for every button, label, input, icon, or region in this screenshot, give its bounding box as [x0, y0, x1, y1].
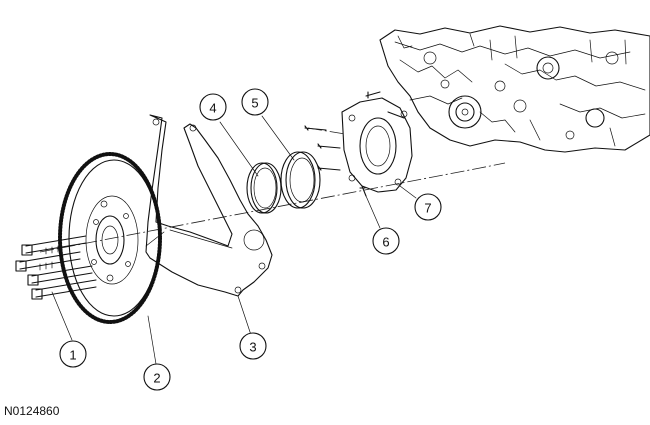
spacer-ring: [246, 162, 282, 214]
callout-7: 7: [414, 193, 442, 221]
callout-5-label: 5: [251, 96, 258, 111]
reference-code: N0124860: [4, 404, 60, 418]
flywheel-bolts: [15, 235, 97, 300]
center-axis-line: [39, 162, 506, 253]
rear-oil-seal: [280, 151, 321, 209]
callout-1-label: 1: [69, 348, 76, 363]
seal-retainer: [341, 97, 413, 193]
callout-6: 6: [372, 227, 400, 255]
callout-6-label: 6: [382, 235, 389, 250]
retainer-bolts: [304, 91, 405, 197]
callout-3-label: 3: [249, 340, 256, 355]
leader-lines: [51, 115, 417, 365]
flywheel: [58, 152, 162, 324]
engine-block: [379, 25, 650, 153]
callout-2: 2: [143, 363, 171, 391]
engine-plate: [145, 114, 273, 297]
callout-4-label: 4: [209, 101, 216, 116]
callout-3: 3: [239, 332, 267, 360]
callout-7-label: 7: [424, 201, 431, 216]
bolt-axis-line: [307, 127, 346, 135]
callout-5: 5: [241, 88, 269, 116]
callout-4: 4: [199, 93, 227, 121]
callout-1: 1: [59, 340, 87, 368]
callout-2-label: 2: [153, 371, 160, 386]
